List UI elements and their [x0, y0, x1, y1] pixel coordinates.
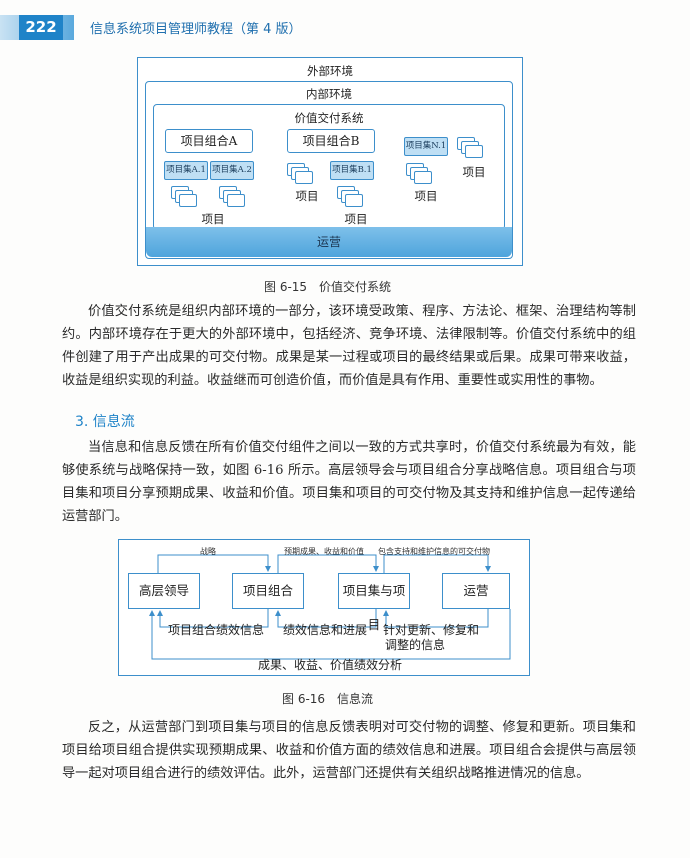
paragraph-3: 反之，从运营部门到项目集与项目的信息反馈表明对可交付物的调整、修复和更新。项目集… [62, 720, 636, 781]
project-label: 项目 [201, 212, 225, 226]
program-project-box: 项目集与项目 [338, 573, 410, 632]
portfolio-performance-label: 项目组合绩效信息 [168, 623, 265, 637]
book-title: 信息系统项目管理师教程（第 4 版） [90, 22, 302, 37]
expected-outcomes-label: 预期成果、收益和价值 [284, 547, 364, 556]
operations-box: 运营 [442, 573, 510, 609]
deliverables-label: 包含支持和维护信息的可交付物 [378, 547, 490, 556]
project-icon [219, 186, 247, 208]
updates-label-line1: 针对更新、修复和 [383, 623, 480, 637]
program-b1: 项目集B.1 [330, 161, 374, 180]
project-icon [171, 186, 199, 208]
section-heading: 3. 信息流 [75, 414, 135, 430]
project-icon [287, 163, 315, 185]
paragraph-1: 价值交付系统是组织内部环境的一部分，该环境受政策、程序、方法论、框架、治理结构等… [62, 304, 636, 388]
updates-label-line2: 调整的信息 [385, 638, 446, 652]
project-label: 项目 [295, 189, 319, 203]
internal-environment-label: 内部环境 [306, 87, 352, 101]
portfolio-b: 项目组合B [287, 129, 375, 153]
operations-band: 运营 [146, 227, 512, 257]
portfolio-a: 项目组合A [165, 129, 253, 153]
figure-6-15-caption: 图 6-15 价值交付系统 [264, 280, 392, 294]
value-delivery-system-label: 价值交付系统 [294, 111, 364, 125]
portfolio-box: 项目组合 [232, 573, 304, 609]
paragraph-2: 当信息和信息反馈在所有价值交付组件之间以一致的方式共享时，价值交付系统最为有效，… [62, 440, 636, 524]
outcome-analysis-label: 成果、收益、价值绩效分析 [258, 658, 403, 672]
project-label: 项目 [344, 212, 368, 226]
figure-6-16-caption: 图 6-16 信息流 [282, 692, 374, 706]
project-label: 项目 [414, 189, 438, 203]
information-flow-arrows [149, 554, 511, 660]
project-icon [457, 137, 485, 159]
performance-progress-label: 绩效信息和进展 [283, 623, 368, 637]
page-number: 222 [19, 15, 63, 40]
strategy-label: 战略 [200, 547, 216, 556]
external-environment-label: 外部环境 [307, 64, 353, 78]
senior-leadership-box: 高层领导 [128, 573, 200, 609]
project-icon [406, 163, 434, 185]
project-label: 项目 [462, 165, 486, 179]
program-a2: 项目集A.2 [210, 161, 254, 180]
project-icon [337, 186, 365, 208]
program-n1: 项目集N.1 [404, 137, 448, 156]
program-a1: 项目集A.1 [164, 161, 208, 180]
